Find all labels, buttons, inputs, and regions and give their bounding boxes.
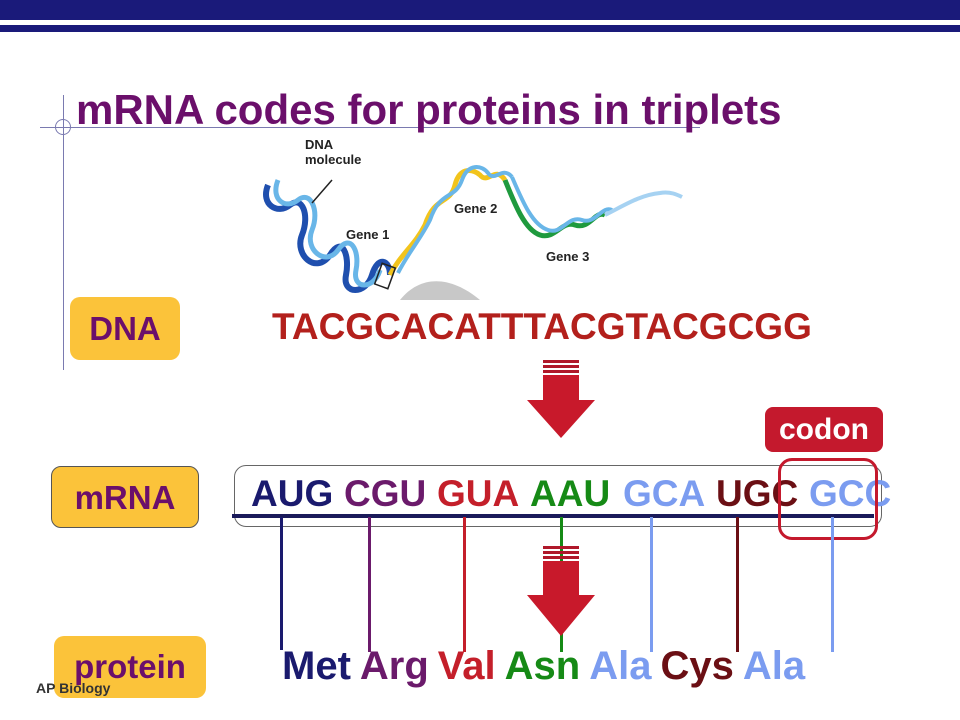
amino-acid: Arg xyxy=(359,644,429,688)
dna-strand-gene3-light xyxy=(510,176,613,233)
mrna-backbone-line xyxy=(232,514,874,518)
protein-label: protein xyxy=(54,636,206,698)
slide-title: mRNA codes for proteins in triplets xyxy=(76,86,782,133)
transcription-arrow-icon xyxy=(527,360,595,438)
header-bar xyxy=(0,0,960,20)
amino-acid: Met xyxy=(282,644,351,688)
amino-acid: Asn xyxy=(504,644,581,688)
mrna-codon: UGC xyxy=(716,473,799,514)
gene-highlight-box xyxy=(373,262,397,290)
codon-highlight-ring xyxy=(778,458,878,540)
figure-base-shape xyxy=(400,281,480,300)
codon-connector-line xyxy=(831,517,834,652)
mrna-codon: AAU xyxy=(530,473,611,514)
codon-badge: codon xyxy=(765,407,883,452)
dna-strand-gene2-yellow xyxy=(387,168,508,277)
codon-connector-line xyxy=(368,517,371,652)
dna-strand-gene2-light xyxy=(396,165,514,274)
footer-text: AP Biology xyxy=(36,680,111,696)
mrna-codon: CGU xyxy=(344,473,427,514)
mrna-codon: GUA xyxy=(437,473,520,514)
decor-vertical-line xyxy=(63,95,64,370)
mrna-codon: AUG xyxy=(251,473,334,514)
dna-sequence: TACGCACATTTACGTACGCGG xyxy=(272,306,812,347)
mrna-strand-box xyxy=(234,465,882,527)
translation-arrow-icon xyxy=(527,546,595,636)
codon-connector-line xyxy=(736,517,739,652)
amino-acid: Cys xyxy=(660,644,734,688)
amino-acid: Ala xyxy=(589,644,652,688)
dna-strand-tail xyxy=(604,190,683,217)
codon-connector-line xyxy=(280,517,283,650)
dna-label: DNA xyxy=(70,297,180,360)
amino-acid: Val xyxy=(437,644,496,688)
header-rule xyxy=(0,25,960,32)
figure-gene3-label: Gene 3 xyxy=(546,249,589,264)
figure-gene1-label: Gene 1 xyxy=(346,227,389,242)
crosshair-icon xyxy=(55,119,71,135)
mrna-label: mRNA xyxy=(51,466,199,528)
figure-gene2-label: Gene 2 xyxy=(454,201,497,216)
dna-strand-gene3-green xyxy=(502,179,607,239)
codon-connector-line xyxy=(463,517,466,652)
dna-strand-light xyxy=(273,179,383,288)
codon-connector-line xyxy=(650,517,653,652)
amino-acid: Ala xyxy=(742,644,806,688)
decor-horizontal-line xyxy=(40,127,700,128)
molecule-pointer-line xyxy=(311,179,333,204)
mrna-codon: GCA xyxy=(623,473,706,514)
